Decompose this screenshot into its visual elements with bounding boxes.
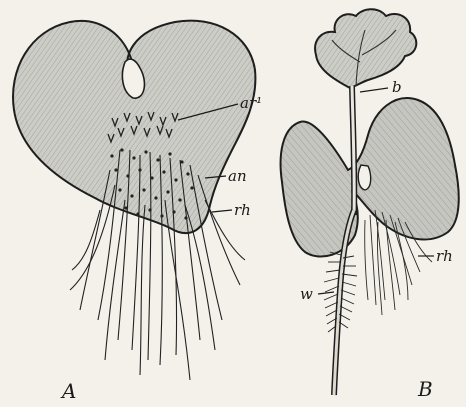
young-leaf [315,9,416,88]
prothallium-a [13,21,255,233]
panel-label-b: B [417,377,433,401]
label-ar: ar¹ [240,94,262,112]
label-an: an [228,167,247,185]
panel-label-a: A [60,379,76,403]
leader-rh-a [212,210,232,212]
leader-w [318,292,334,294]
label-b: b [392,78,402,96]
leader-b [360,88,388,92]
panel-b: b w rh B [281,9,459,401]
label-w: w [300,285,313,303]
label-rh-a: rh [234,201,251,219]
panel-a: ar¹ an rh A [13,21,262,403]
label-rh-b: rh [436,247,453,265]
notch-b [358,165,370,190]
